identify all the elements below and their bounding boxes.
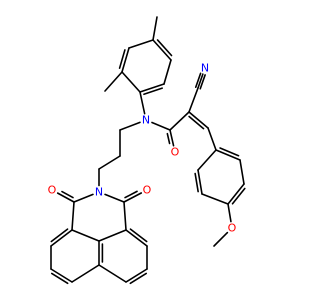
bond-a6-a1 <box>128 39 154 49</box>
bond-b1-b2 <box>215 149 241 161</box>
bond-a5-a6 <box>121 47 130 73</box>
bond-cR-OR <box>123 192 143 203</box>
bond-R1-R2-second <box>129 228 148 243</box>
bond-a4-N1 <box>139 91 146 115</box>
bond-lines <box>50 16 246 285</box>
bond-L3-L4-second <box>50 272 69 285</box>
bond-b3-b4 <box>227 183 245 205</box>
bond-a1-a2-second <box>156 39 173 57</box>
bond-R1-R2 <box>125 229 148 247</box>
bond-C3-b1 <box>207 127 217 151</box>
bond-b2-b3 <box>239 159 245 185</box>
bond-b3-b4-second <box>231 187 246 205</box>
bond-me4-a1 <box>152 16 158 41</box>
bond-cL-OL <box>56 192 75 203</box>
bond-b5-b6 <box>197 169 203 195</box>
atom-label-O-imide-left: O <box>48 184 57 197</box>
bond-L1-L2 <box>50 229 73 247</box>
bond-C1-O1 <box>169 129 175 147</box>
atom-labels: N O N N O O O <box>48 62 237 235</box>
bond-CN-N3 <box>197 73 204 89</box>
bond-C1-O1-second <box>166 132 171 145</box>
bond-N2-cR <box>104 193 125 203</box>
bond-p2-p3 <box>98 155 121 170</box>
bond-a4-a5 <box>121 71 141 93</box>
bond-b4-b5 <box>201 193 229 205</box>
atom-label-N-nitrile: N <box>201 62 209 75</box>
atom-label-O-imide-right: O <box>143 184 152 197</box>
bond-a3-a4-second <box>143 87 164 96</box>
bond-R4-M2 <box>98 264 127 283</box>
bond-b5-b6-second <box>194 172 199 193</box>
bond-CN-N3 <box>194 72 202 89</box>
bond-R3-R4 <box>125 268 148 283</box>
bond-a5-a6-second <box>118 49 126 69</box>
bond-M1-R1 <box>98 229 127 242</box>
bond-L4-M2 <box>71 264 100 283</box>
bond-cR-R1 <box>123 201 127 231</box>
bond-a5-me2 <box>104 71 123 92</box>
bond-b1-b2-second <box>219 147 240 157</box>
bond-O2-Me3 <box>213 231 229 247</box>
bond-cL-OL-second <box>61 190 74 199</box>
bond-N1-C1 <box>151 121 171 131</box>
bond-N2-cL <box>73 193 94 203</box>
bond-cR-OR-second <box>124 190 138 199</box>
bond-C1-C2 <box>169 111 190 131</box>
bond-a2-a3 <box>163 59 172 85</box>
bond-N1-p1 <box>119 121 141 131</box>
bond-L3-L4 <box>50 268 73 283</box>
bond-cL-L1 <box>71 201 75 231</box>
bond-C2-CN <box>188 87 199 113</box>
bond-C2-C3-second <box>188 115 205 130</box>
bond-L1-M1 <box>71 229 100 242</box>
bond-b4-O2 <box>227 203 232 223</box>
bond-b6-b1 <box>197 149 217 171</box>
bond-CN-N3 <box>199 74 206 90</box>
atom-label-O-methoxy: O <box>228 222 237 235</box>
atom-label-N-imide: N <box>95 186 103 199</box>
atom-label-O-amide: O <box>171 146 180 159</box>
molecule-structure-diagram: N O N N O O O <box>48 16 246 285</box>
atom-label-N-amide: N <box>142 114 150 127</box>
bond-L1-L2-second <box>50 228 69 243</box>
bond-C2-C3 <box>188 111 209 129</box>
bond-R3-R4-second <box>129 272 148 285</box>
bond-a1-a2 <box>152 39 172 61</box>
bond-a3-a4 <box>139 83 165 93</box>
